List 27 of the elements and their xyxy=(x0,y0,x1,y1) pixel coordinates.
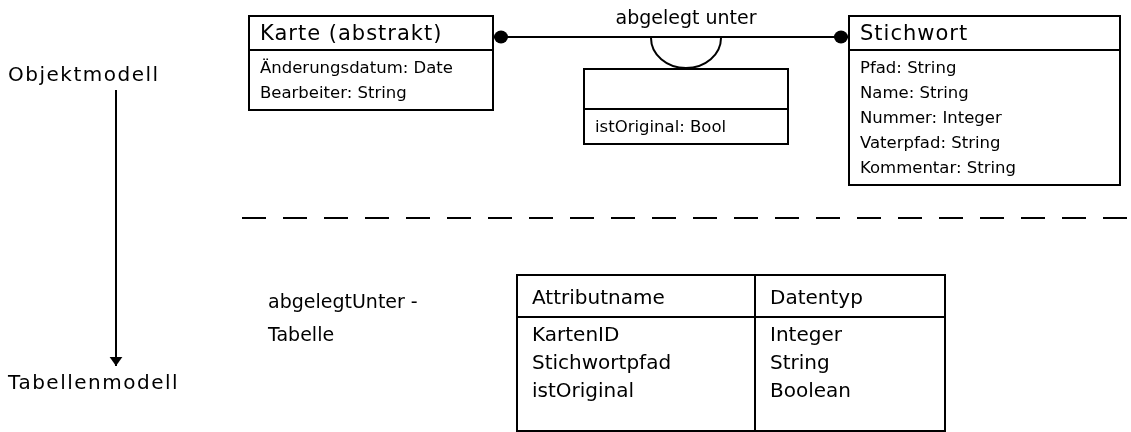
association-class-box xyxy=(583,68,789,145)
edge-label: abgelegt unter xyxy=(613,6,759,28)
class-box xyxy=(248,15,494,111)
column-header: Attributname xyxy=(518,276,754,318)
class-name: Stichwort xyxy=(860,21,969,45)
table-cell-text: KartenID xyxy=(532,321,621,348)
attribute-text: Name: String xyxy=(860,82,970,104)
attribute-text: Bearbeiter: String xyxy=(260,82,408,104)
class-name: Karte (abstrakt) xyxy=(260,21,443,45)
column-header: Datentyp xyxy=(754,276,944,318)
attribute-text: Pfad: String xyxy=(860,57,958,79)
attribute-text: Änderungsdatum: Date xyxy=(260,57,454,79)
model-label: Objektmodell xyxy=(8,62,160,86)
table-cell-text: String xyxy=(770,349,831,376)
arrow xyxy=(109,89,123,367)
table-cell-text: Boolean xyxy=(770,377,852,404)
attribute-text: istOriginal: Bool xyxy=(595,116,728,138)
table-cell-text: Integer xyxy=(770,321,843,348)
attribute-text: Vaterpfad: String xyxy=(860,132,1002,154)
attribute-text: Kommentar: String xyxy=(860,157,1017,179)
table-cell-text: istOriginal xyxy=(532,377,636,404)
association-line xyxy=(493,30,849,44)
class-box xyxy=(848,15,1121,186)
table-cell-text: Stichwortpfad xyxy=(532,349,673,376)
table-title: abgelegtUnter - Tabelle xyxy=(268,289,419,347)
attribute-text: Nummer: Integer xyxy=(860,107,1003,129)
model-label: Tabellenmodell xyxy=(8,370,180,394)
